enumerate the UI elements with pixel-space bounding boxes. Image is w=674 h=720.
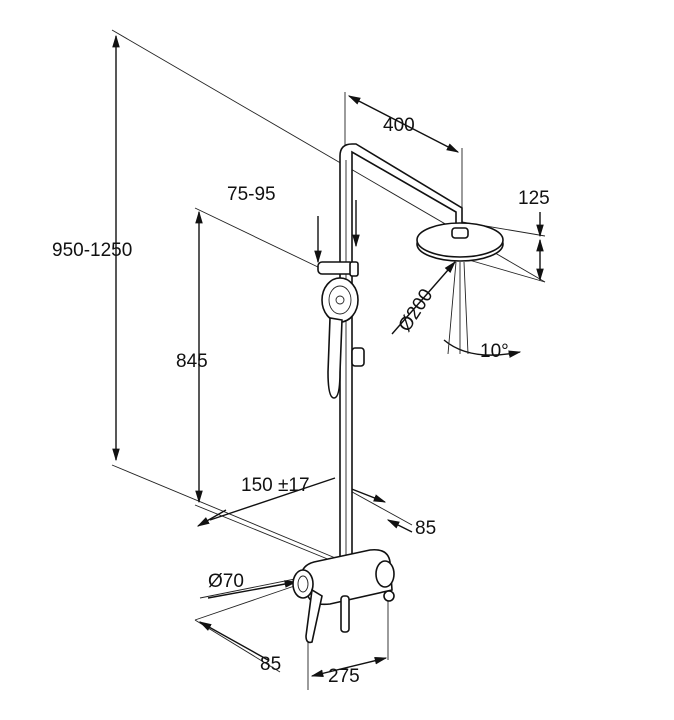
head-diameter-line: [391, 261, 456, 335]
dim-centre-distance: 150 ±17: [241, 475, 310, 496]
dim-head-height: 125: [518, 188, 550, 209]
dim-wall-offset-right: 85: [415, 518, 436, 539]
dim-rosette-diameter: Ø70: [208, 571, 244, 592]
centre-150-line: [209, 477, 336, 521]
dim-arm-length: 400: [383, 115, 415, 136]
width-275-line: [310, 657, 388, 677]
dim-total-height: 950-1250: [52, 240, 132, 261]
shower-column: [339, 143, 463, 561]
dim-wall-offset-left: 85: [260, 654, 281, 675]
mixer-body: [292, 548, 395, 644]
offset-85-right-b: [386, 519, 413, 533]
dim-mixer-height: 845: [176, 351, 208, 372]
dim-tilt-angle: 10°: [480, 341, 509, 362]
arm-400-line: [347, 95, 460, 153]
slider-holder: [317, 261, 359, 277]
dim-mixer-width: 275: [328, 666, 360, 687]
rosette-70-line: [207, 580, 298, 599]
tilt-angle-arc: [443, 339, 522, 358]
dim-slider-range: 75-95: [227, 184, 276, 205]
hand-shower: [321, 277, 365, 399]
overhead-shower-head: [416, 222, 504, 355]
dimension-lines: [112, 34, 544, 677]
dim-head-diameter: Ø200: [395, 285, 438, 335]
offset-85-left-line: [198, 621, 269, 661]
centre-150-left-arrow: [196, 509, 227, 527]
